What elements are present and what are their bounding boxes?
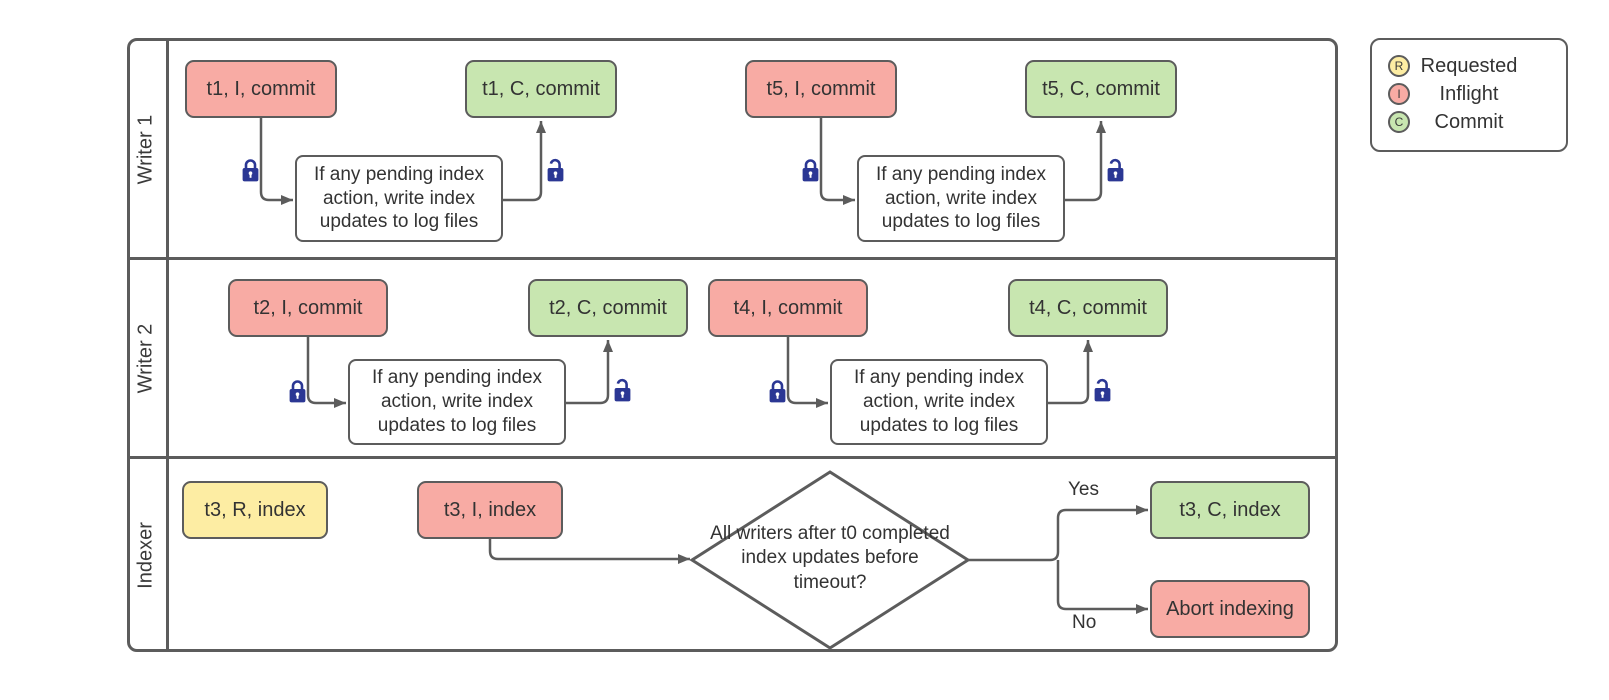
open-lock-icon: [1093, 377, 1112, 403]
legend-label: Commit: [1434, 111, 1504, 133]
node-t1-inflight: t1, I, commit: [185, 60, 337, 118]
lane-divider-2: [127, 456, 1338, 459]
closed-lock-icon: [288, 378, 307, 404]
lane-divider-1: [127, 257, 1338, 260]
closed-lock-icon: [768, 378, 787, 404]
open-lock-icon: [613, 377, 632, 403]
lane-label-writer2: Writer 2: [134, 323, 157, 394]
node-writer2-cond-a: If any pending index action, write index…: [348, 359, 566, 445]
closed-lock-icon: [241, 157, 260, 183]
node-t2-commit: t2, C, commit: [528, 279, 688, 337]
edge-label-no: No: [1072, 612, 1097, 633]
node-t5-inflight: t5, I, commit: [745, 60, 897, 118]
swimlane-frame: [127, 38, 1338, 652]
legend-item-inflight: I Inflight: [1372, 81, 1566, 109]
decision-label: All writers after t0 completed index upd…: [710, 523, 950, 593]
lane-header-divider: [166, 38, 169, 652]
node-writer1-cond-a: If any pending index action, write index…: [295, 155, 503, 242]
legend: R Requested I Inflight C Commit: [1370, 38, 1568, 152]
legend-item-requested: R Requested: [1372, 53, 1566, 81]
node-t3-requested: t3, R, index: [182, 481, 328, 539]
open-lock-icon: [1106, 157, 1125, 183]
edge-label-yes: Yes: [1068, 479, 1099, 500]
node-t4-inflight: t4, I, commit: [708, 279, 868, 337]
lane-label-writer1: Writer 1: [134, 114, 157, 185]
requested-badge-icon: R: [1388, 55, 1410, 77]
node-t1-commit: t1, C, commit: [465, 60, 617, 118]
commit-badge-icon: C: [1388, 111, 1410, 133]
legend-label: Requested: [1420, 55, 1518, 77]
node-t4-commit: t4, C, commit: [1008, 279, 1168, 337]
closed-lock-icon: [801, 157, 820, 183]
node-t2-inflight: t2, I, commit: [228, 279, 388, 337]
legend-label: Inflight: [1439, 83, 1499, 105]
node-t3-commit: t3, C, index: [1150, 481, 1310, 539]
node-writer1-cond-b: If any pending index action, write index…: [857, 155, 1065, 242]
legend-item-commit: C Commit: [1372, 109, 1566, 137]
lane-label-indexer: Indexer: [134, 522, 157, 589]
node-t3-inflight: t3, I, index: [417, 481, 563, 539]
node-t5-commit: t5, C, commit: [1025, 60, 1177, 118]
node-writer2-cond-b: If any pending index action, write index…: [830, 359, 1048, 445]
open-lock-icon: [546, 157, 565, 183]
inflight-badge-icon: I: [1388, 83, 1410, 105]
node-abort-indexing: Abort indexing: [1150, 580, 1310, 638]
